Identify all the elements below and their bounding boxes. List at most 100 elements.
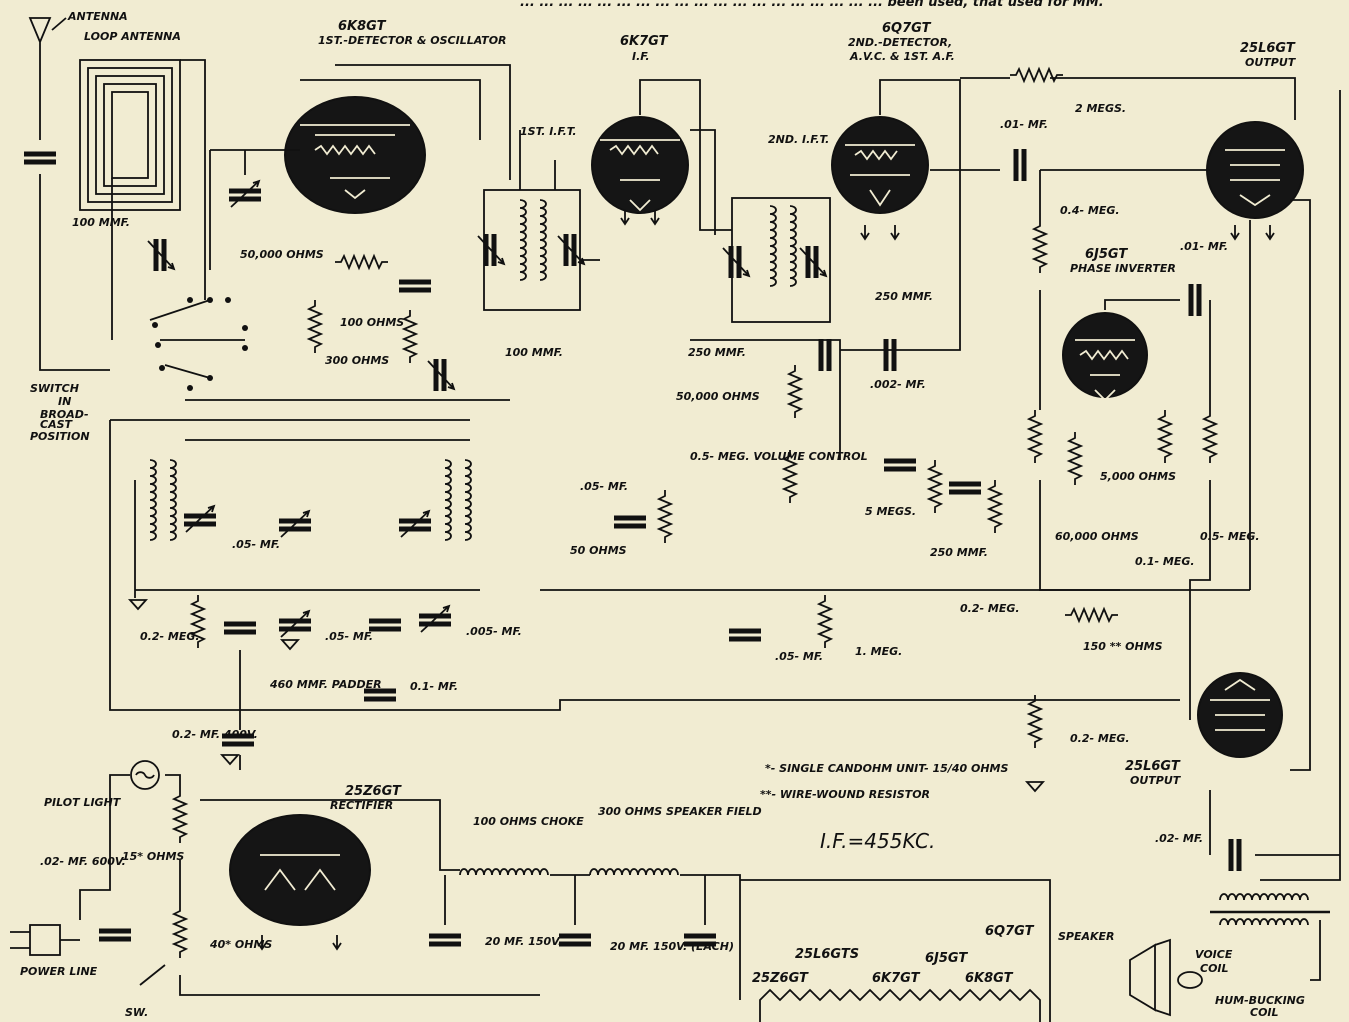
tube-6q7gt: [831, 116, 929, 214]
label-cap-05-a: .05- MF.: [580, 480, 628, 493]
label-if-freq: I.F.=455KC.: [820, 829, 935, 853]
label-h-25z6: 25Z6GT: [752, 971, 809, 986]
label-r-02meg-a: 0.2- MEG.: [960, 602, 1020, 615]
label-cap-250mmf-a: 250 MMF.: [688, 346, 746, 359]
antenna-symbol: [24, 17, 110, 371]
label-r-50: 50 OHMS: [570, 544, 627, 557]
output-transformer: [1210, 893, 1330, 926]
label-r-15: 15* OHMS: [122, 850, 184, 863]
label-cap-20: 20 MF. 150V.: [485, 935, 562, 948]
label-cap-05-b: .05- MF.: [232, 538, 280, 551]
label-pilot: PILOT LIGHT: [44, 796, 122, 809]
label-voice-1: VOICE: [1195, 948, 1233, 961]
label-cap-01-bot: 0.1- MF.: [410, 680, 458, 693]
label-switch-4: CAST: [40, 418, 74, 431]
label-r-01meg: 0.1- MEG.: [1135, 555, 1195, 568]
header-text: ... ... ... ... ... ... ... ... ... ... …: [520, 0, 1104, 10]
label-sw: SW.: [125, 1006, 148, 1019]
label-cap-02-spk: .02- MF.: [1155, 832, 1203, 845]
label-switch-1: SWITCH: [30, 382, 79, 395]
tube-25l6gt-top: [1206, 121, 1304, 219]
label-r-5megs: 5 MEGS.: [865, 505, 916, 518]
label-r-60000: 60,000 OHMS: [1055, 530, 1139, 543]
label-switch-5: POSITION: [30, 430, 90, 443]
label-tube-6q7gt-fn1: 2ND.-DETECTOR,: [848, 36, 952, 49]
label-cap-100mmf: 100 MMF.: [505, 346, 563, 359]
label-h-6k8: 6K8GT: [965, 971, 1014, 986]
label-tube-6q7gt-fn2: A.V.C. & 1ST. A.F.: [849, 50, 955, 63]
label-r-40: 40* OHMS: [209, 938, 272, 951]
label-note2: **- WIRE-WOUND RESISTOR: [760, 788, 930, 801]
label-loop-antenna: LOOP ANTENNA: [84, 30, 181, 43]
label-antenna: ANTENNA: [67, 10, 128, 23]
label-h-6q7: 6Q7GT: [985, 924, 1035, 939]
label-r-02meg-b: 0.2- MEG.: [140, 630, 200, 643]
label-r-05meg: 0.5- MEG.: [1200, 530, 1260, 543]
label-h-6j5: 6J5GT: [925, 951, 968, 966]
label-cap-01-top: .01- MF.: [1000, 118, 1048, 131]
label-cap-005: .005- MF.: [466, 625, 522, 638]
label-h-6k7: 6K7GT: [872, 971, 921, 986]
label-r-300: 300 OHMS: [325, 354, 389, 367]
label-tube-25l6gt-bot: 25L6GT: [1125, 759, 1181, 774]
label-tube-6k8gt-fn: 1ST.-DETECTOR & OSCILLATOR: [318, 34, 507, 47]
label-h-25l6: 25L6GTS: [795, 947, 859, 962]
label-tube-6k7gt: 6K7GT: [620, 34, 669, 49]
label-switch-2: IN: [58, 395, 71, 408]
speaker: [1129, 938, 1203, 1017]
label-cap-01-right: .01- MF.: [1180, 240, 1228, 253]
band-switch: [149, 297, 248, 391]
label-r-50000-b: 50,000 OHMS: [676, 390, 760, 403]
label-tube-6k8gt: 6K8GT: [338, 19, 387, 34]
pilot-light: [130, 760, 160, 790]
wiring: [79, 64, 1341, 1022]
label-switch-3: BROAD-: [40, 408, 89, 421]
label-choke: 100 OHMS CHOKE: [473, 815, 584, 828]
label-cap-250mmf-b: 250 MMF.: [875, 290, 933, 303]
label-hum-2: COIL: [1250, 1006, 1279, 1019]
label-ift1: 1ST. I.F.T.: [520, 125, 577, 138]
label-cap-05-d: .05- MF.: [775, 650, 823, 663]
tube-6j5gt: [1062, 312, 1148, 402]
label-cap-002: .002- MF.: [870, 378, 926, 391]
label-hum-1: HUM-BUCKING: [1215, 994, 1305, 1007]
label-r-5000: 5,000 OHMS: [1100, 470, 1176, 483]
label-tube-25l6gt-top-fn: OUTPUT: [1245, 56, 1297, 69]
label-r-100: 100 OHMS: [340, 316, 404, 329]
ift1: [478, 189, 584, 311]
label-tube-6q7gt: 6Q7GT: [882, 21, 932, 36]
label-speaker: SPEAKER: [1058, 930, 1115, 943]
label-tube-6k7gt-fn: I.F.: [632, 50, 650, 63]
label-cap-250mmf-c: 250 MMF.: [930, 546, 988, 559]
tube-25l6gt-bottom: [1197, 672, 1283, 758]
label-cap-02-400: 0.2- MF. 400V.: [172, 728, 258, 741]
tube-25z6gt: [229, 814, 371, 926]
tube-6k7gt: [591, 116, 689, 214]
label-vol: 0.5- MEG. VOLUME CONTROL: [690, 450, 868, 463]
label-ift2: 2ND. I.F.T.: [768, 133, 829, 146]
label-tube-25l6gt-bot-fn: OUTPUT: [1130, 774, 1182, 787]
label-cap-02-600: .02- MF. 600V.: [40, 855, 126, 868]
ift2: [723, 197, 831, 323]
label-tube-6j5gt: 6J5GT: [1085, 247, 1128, 262]
label-power: POWER LINE: [20, 965, 98, 978]
label-r-02meg-c: 0.2- MEG.: [1070, 732, 1130, 745]
label-r-04meg: 0.4- MEG.: [1060, 204, 1120, 217]
label-padder: 460 MMF. PADDER: [269, 678, 382, 691]
label-r-150: 150 ** OHMS: [1083, 640, 1163, 653]
label-r-50000: 50,000 OHMS: [240, 248, 324, 261]
label-tube-25z6gt-fn: RECTIFIER: [330, 799, 393, 812]
label-field: 300 OHMS SPEAKER FIELD: [598, 805, 762, 818]
label-tube-6j5gt-fn: PHASE INVERTER: [1070, 262, 1176, 275]
heater-string: [759, 988, 1041, 1022]
label-tube-25z6gt: 25Z6GT: [345, 784, 402, 799]
label-note1: *- SINGLE CANDOHM UNIT- 15/40 OHMS: [765, 762, 1008, 775]
label-cap-20-each: 20 MF. 150V. (EACH): [610, 940, 734, 953]
power-plug: [10, 924, 80, 956]
label-cap-05-c: .05- MF.: [325, 630, 373, 643]
label-cap-100mmf-ant: 100 MMF.: [72, 216, 130, 229]
label-r-1meg: 1. MEG.: [855, 645, 902, 658]
label-tube-25l6gt-top: 25L6GT: [1240, 41, 1296, 56]
tube-6k8gt: [284, 96, 426, 214]
